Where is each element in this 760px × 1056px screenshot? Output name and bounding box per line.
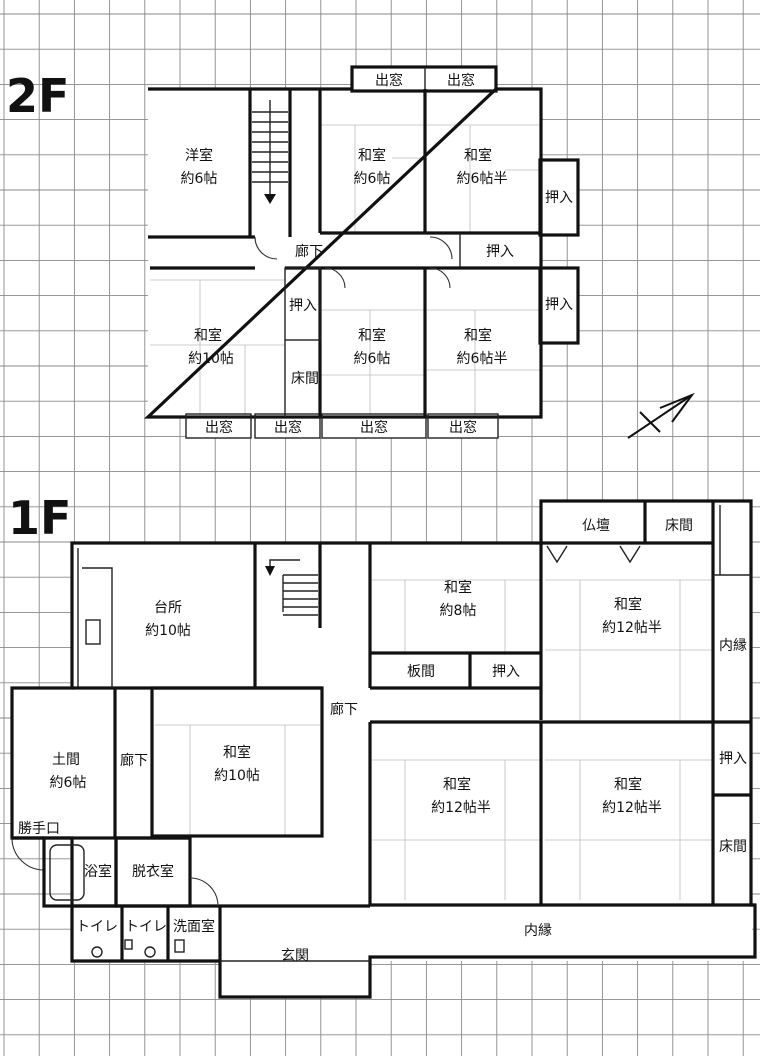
doma-size: 約6帖 xyxy=(50,775,87,791)
closet-1f-mid-label: 押入 xyxy=(492,664,520,680)
itama-label: 板間 xyxy=(407,664,435,680)
butsudan-label: 仏壇 xyxy=(582,517,610,534)
engawa-right-label: 内縁 xyxy=(719,638,747,654)
corridor-main-label: 廊下 xyxy=(330,701,358,718)
room-washitsu-d-name: 和室 xyxy=(358,327,386,344)
north-arrow-icon xyxy=(627,392,695,439)
closet-lower-right-label: 押入 xyxy=(545,297,573,313)
doma-name: 土間 xyxy=(52,752,80,768)
dressing-room-label: 脱衣室 xyxy=(132,863,174,880)
room-washitsu-12c-name: 和室 xyxy=(614,776,642,793)
kitchen-size: 約10帖 xyxy=(145,623,191,639)
washroom-label: 洗面室 xyxy=(173,918,215,935)
bay-window-bottom-3: 出窓 xyxy=(360,419,388,436)
stairs-1f xyxy=(265,543,322,628)
room-washitsu-e-name: 和室 xyxy=(464,327,492,344)
room-washitsu-12b-name: 和室 xyxy=(443,776,471,793)
tatami-lines-1f xyxy=(155,579,713,900)
corridor-small-label: 廊下 xyxy=(120,752,148,769)
entrance-genkan-label: 玄関 xyxy=(281,947,309,964)
bath-label: 浴室 xyxy=(84,863,112,880)
bay-window-bottom-2: 出窓 xyxy=(274,419,302,436)
room-western-size: 約6帖 xyxy=(181,171,218,187)
bay-window-top-1: 出窓 xyxy=(375,72,403,89)
room-washitsu-b-name: 和室 xyxy=(464,147,492,164)
closet-mid-label: 押入 xyxy=(289,298,317,314)
floor-label-1f: 1F xyxy=(8,491,71,545)
room-washitsu-10-name: 和室 xyxy=(223,744,251,761)
second-floor-plan xyxy=(143,65,580,439)
closet-1f-right-label: 押入 xyxy=(719,751,747,767)
corridor-2f-label: 廊下 xyxy=(295,243,323,260)
closet-corridor-label: 押入 xyxy=(486,244,514,260)
room-washitsu-a-size: 約6帖 xyxy=(354,171,391,187)
tatami-lines-2f xyxy=(150,124,540,415)
room-washitsu-d-size: 約6帖 xyxy=(354,351,391,367)
kitchen-name: 台所 xyxy=(154,600,182,616)
room-western-name: 洋室 xyxy=(185,147,213,164)
bay-window-bottom-4: 出窓 xyxy=(449,419,477,436)
bay-window-top-2: 出窓 xyxy=(447,72,475,89)
room-washitsu-c-size: 約10帖 xyxy=(188,351,234,367)
room-washitsu-10-size: 約10帖 xyxy=(214,768,260,784)
room-washitsu-b-size: 約6帖半 xyxy=(457,171,508,187)
room-washitsu-12a-size: 約12帖半 xyxy=(602,620,662,636)
room-washitsu-a-name: 和室 xyxy=(358,147,386,164)
tokonoma-1f-top-label: 床間 xyxy=(665,518,693,534)
tokonoma-1f-right-label: 床間 xyxy=(719,839,747,855)
closet-upper-right-label: 押入 xyxy=(545,190,573,206)
toilet-2-label: トイレ xyxy=(125,919,167,935)
room-washitsu-e-size: 約6帖半 xyxy=(457,351,508,367)
tokonoma-2f-label: 床間 xyxy=(291,371,319,387)
room-washitsu-8-name: 和室 xyxy=(444,579,472,596)
room-washitsu-12a-name: 和室 xyxy=(614,596,642,613)
room-washitsu-8-size: 約8帖 xyxy=(440,603,477,619)
room-washitsu-12c-size: 約12帖半 xyxy=(602,800,662,816)
stairs-2f xyxy=(252,100,288,204)
engawa-bottom-label: 内縁 xyxy=(524,923,552,939)
room-washitsu-12b-size: 約12帖半 xyxy=(431,800,491,816)
service-entrance-label: 勝手口 xyxy=(18,821,60,837)
first-floor-plan xyxy=(10,499,757,999)
floor-label-2f: 2F xyxy=(6,69,69,123)
bay-window-bottom-1: 出窓 xyxy=(205,419,233,436)
toilet-1-label: トイレ xyxy=(76,919,118,935)
room-washitsu-c-name: 和室 xyxy=(194,327,222,344)
